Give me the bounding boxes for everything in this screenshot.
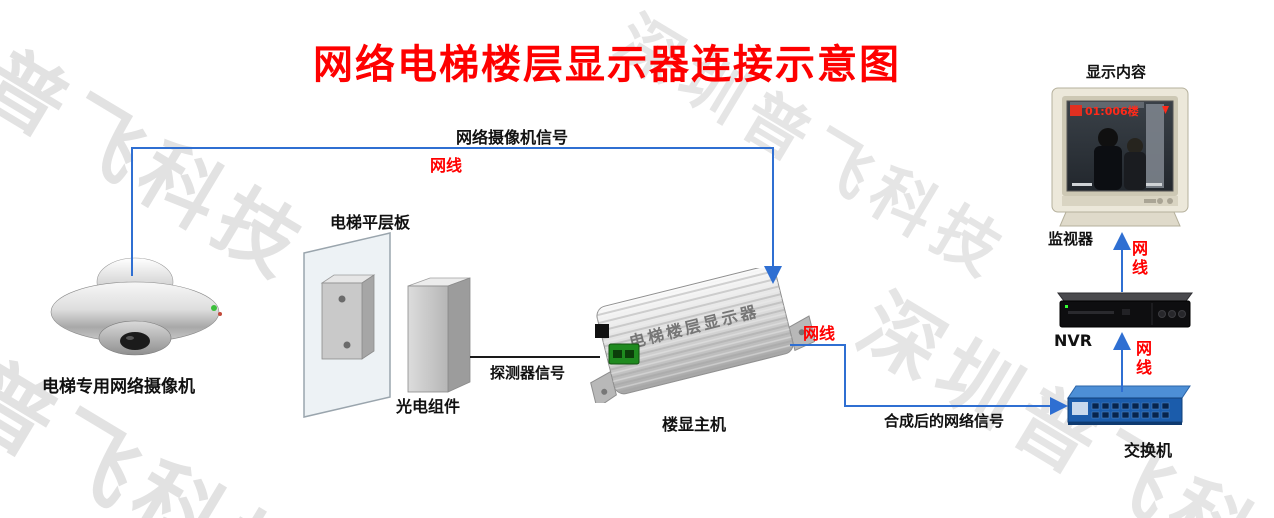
screen-person-2-head — [1127, 138, 1143, 154]
board-screw-bottom — [343, 341, 351, 349]
detector-signal-label: 探测器信号 — [490, 364, 566, 382]
camera-to-host-line — [131, 147, 782, 284]
host-terminal-hole — [613, 350, 622, 358]
nvr-button — [1168, 310, 1176, 318]
monitor-knob — [1157, 198, 1163, 204]
camera-label: 电梯专用网络摄像机 — [42, 377, 195, 397]
network-cable-label-top: 网线 — [430, 156, 463, 175]
network-cable-label-nvr-monitor: 网线 — [1129, 240, 1148, 278]
nvr-disc-slot — [1068, 311, 1114, 314]
screen-osd-text: 01:006楼 — [1085, 104, 1139, 118]
screen-osd-down-arrow — [1162, 106, 1169, 114]
host-illustration: 电梯楼层显示器 — [590, 268, 815, 403]
nvr-button — [1178, 310, 1186, 318]
page-title: 网络电梯楼层显示器连接示意图 — [313, 42, 901, 88]
host-body-group: 电梯楼层显示器 — [590, 268, 815, 403]
leveling-board-illustration — [303, 232, 391, 418]
screen-person-1-head — [1098, 128, 1118, 148]
photoelectric-illustration — [407, 277, 471, 393]
nvr-illustration — [1057, 292, 1193, 328]
screen-ceiling-light — [1070, 102, 1144, 108]
screen-person-1-body — [1094, 146, 1122, 190]
nvr-button — [1158, 310, 1166, 318]
monitor-knob — [1167, 198, 1173, 204]
host-label: 楼显主机 — [662, 415, 727, 434]
switch-label-patch — [1072, 402, 1088, 415]
camera-illustration — [50, 257, 222, 356]
camera-signal-label: 网络摄像机信号 — [456, 128, 569, 147]
screen-timestamp-mark — [1072, 183, 1092, 186]
camera-led-green — [211, 305, 217, 311]
combined-signal-label: 合成后的网络信号 — [884, 412, 1005, 430]
host-screw-left — [601, 388, 608, 395]
nvr-label: NVR — [1054, 331, 1093, 350]
board-screw-top — [338, 295, 346, 303]
network-cable-label-switch-nvr: 网线 — [1133, 340, 1152, 378]
host-screw-right — [798, 329, 805, 336]
monitor-control-strip — [1062, 196, 1178, 206]
host-ribs — [596, 268, 794, 394]
switch-bottom-edge — [1068, 422, 1182, 425]
photoelectric-label: 光电组件 — [396, 397, 461, 416]
monitor-label: 监视器 — [1048, 230, 1094, 248]
host-terminal-block — [608, 343, 640, 365]
camera-led-red — [218, 312, 222, 316]
network-cable-label-host: 网线 — [803, 324, 836, 343]
switch-port-row-bottom — [1091, 411, 1170, 419]
camera-lens-highlight — [126, 336, 134, 340]
screen-osd-block — [1070, 105, 1082, 116]
host-to-switch-line — [790, 344, 1068, 415]
leveling-board-label: 电梯平层板 — [330, 213, 411, 232]
switch-label: 交换机 — [1124, 441, 1173, 460]
host-terminal-hole — [625, 350, 634, 358]
switch-port-row-top — [1091, 402, 1170, 410]
screen-timestamp-mark — [1146, 183, 1162, 186]
photoelectric-front — [407, 285, 449, 393]
nvr-led — [1065, 305, 1068, 308]
display-content-label: 显示内容 — [1086, 63, 1147, 81]
host-connector-port — [595, 324, 609, 338]
monitor-brand-mark — [1144, 199, 1156, 203]
switch-illustration — [1067, 385, 1191, 425]
screen-person-2-body — [1124, 152, 1146, 190]
nvr-usb-port — [1122, 309, 1130, 315]
monitor-illustration: 01:006楼 — [1051, 87, 1189, 227]
screen-elevator-door — [1146, 104, 1164, 188]
